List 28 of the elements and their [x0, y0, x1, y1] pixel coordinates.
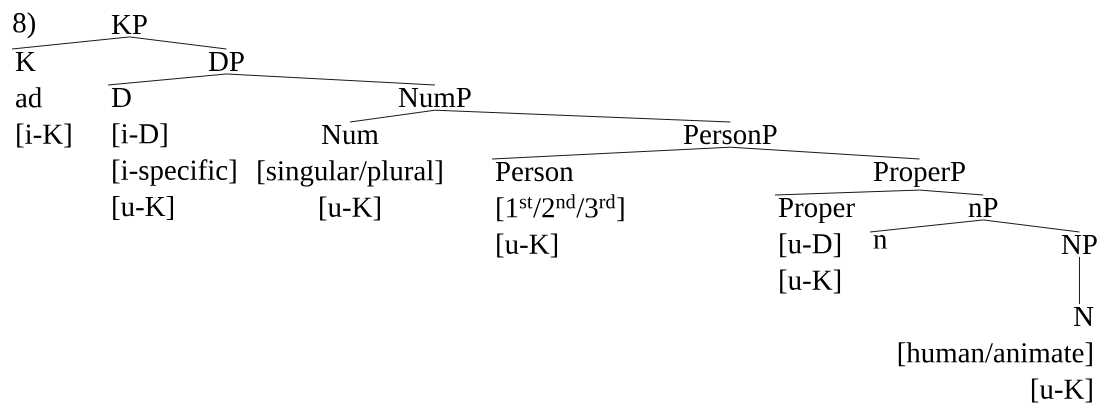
tree-label: PersonP — [683, 125, 777, 145]
branch-line — [919, 189, 984, 196]
branch-line — [869, 219, 984, 233]
branch-line — [434, 109, 731, 123]
branch-line — [1079, 256, 1080, 305]
branch-line — [982, 219, 1080, 233]
branch-line — [729, 146, 920, 160]
branch-line — [129, 36, 227, 50]
tree-label: Num [singular/plural] [u-K] — [258, 125, 442, 221]
branch-line — [226, 73, 436, 86]
tree-label: N [human/animate] [u-K] — [898, 307, 1094, 403]
branch-line — [774, 189, 920, 196]
example-number: 8) — [13, 12, 35, 39]
tree-label: Proper [u-D] [u-K] — [778, 198, 855, 294]
tree-label: nP — [968, 198, 998, 217]
branch-line — [491, 146, 731, 160]
branch-line — [349, 109, 436, 123]
tree-label: D [i-D] [i-specific] [u-K] — [111, 88, 236, 220]
branch-line — [107, 73, 227, 86]
branch-line — [11, 36, 130, 50]
tree-label: Person [1$^{st}$/2$^{nd}$/3$^{rd}$] [u-K] — [495, 162, 624, 258]
tree-label: NumP — [398, 88, 471, 108]
tree-label: ProperP — [873, 162, 965, 188]
tree-label: KP — [111, 15, 147, 34]
tree-label: DP — [208, 52, 244, 71]
tree-label: NP — [1061, 235, 1097, 254]
tree-label: n — [873, 235, 887, 249]
tree-label: K ad [i-K] — [15, 52, 71, 148]
